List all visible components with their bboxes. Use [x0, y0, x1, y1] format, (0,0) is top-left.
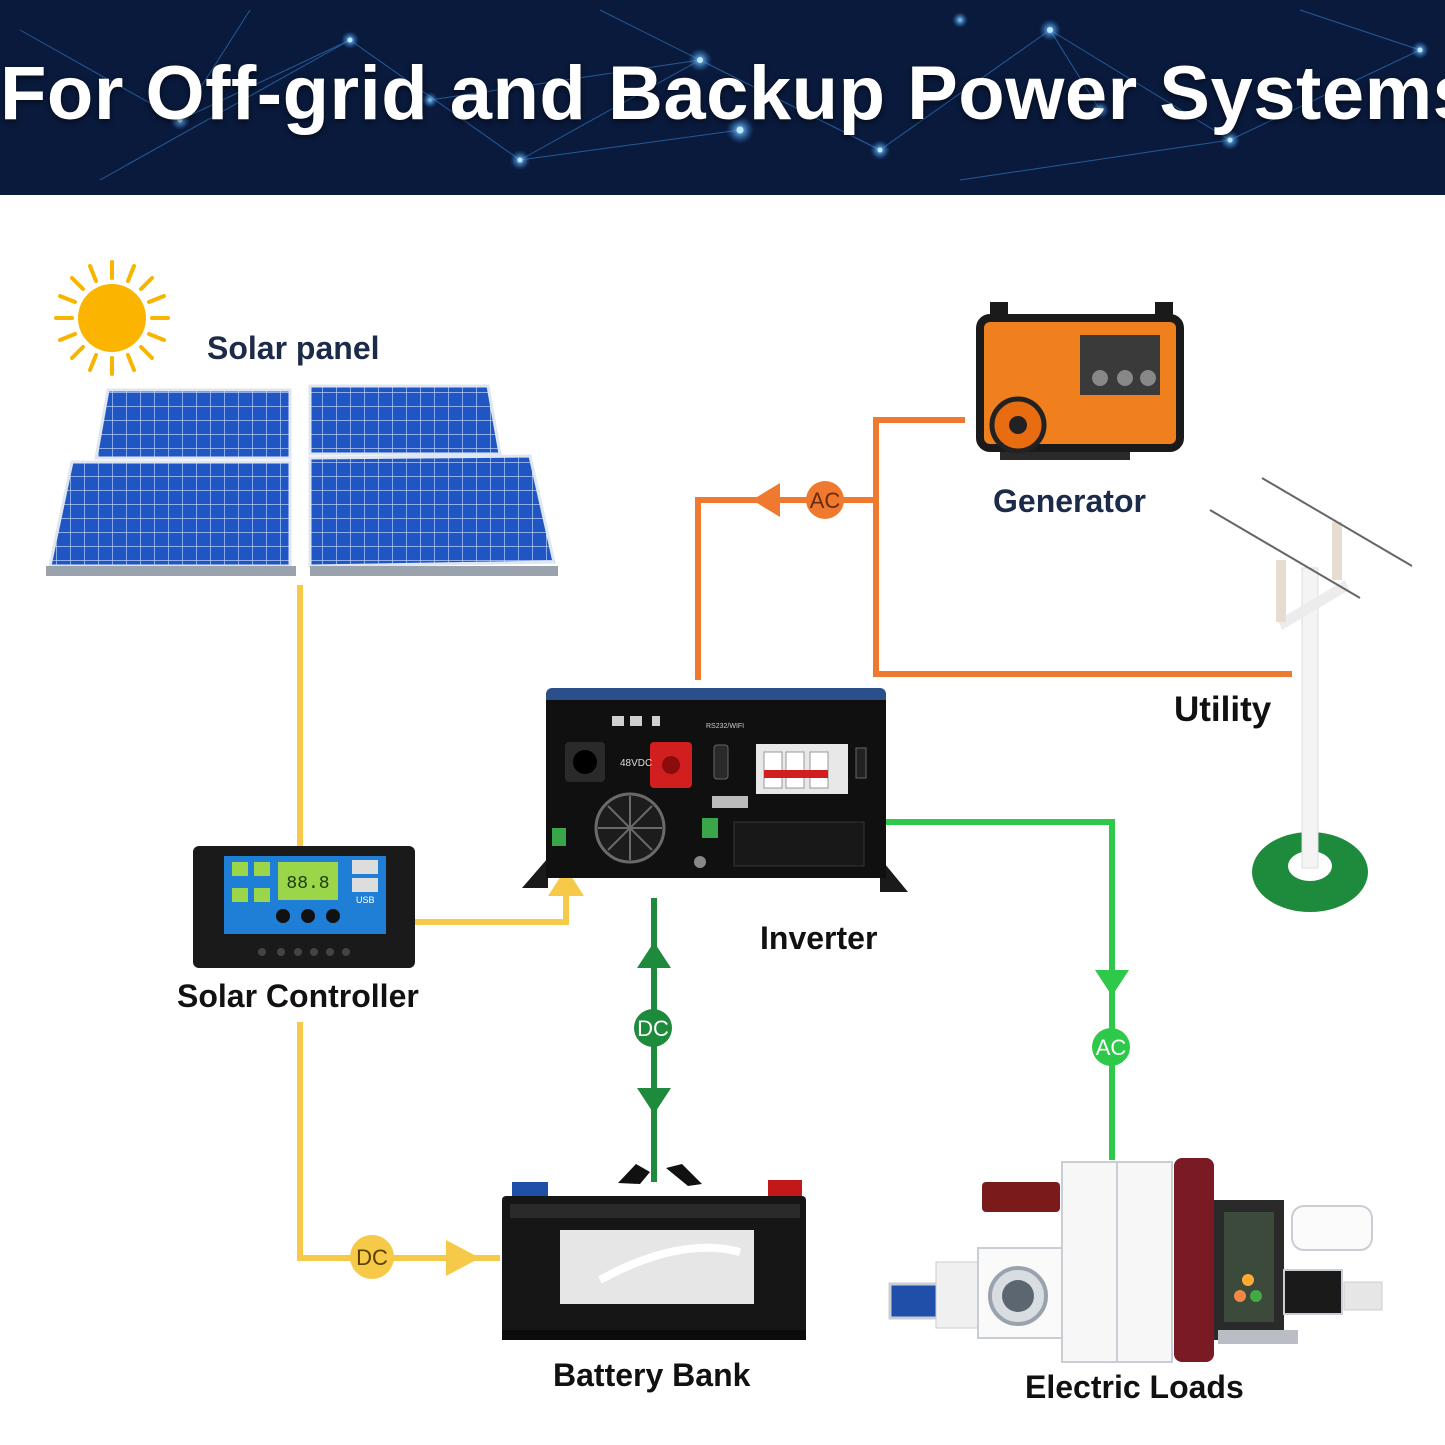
dc-up-arrow	[637, 942, 671, 968]
ac-output-arrow	[1095, 970, 1129, 996]
controller-usb-text: USB	[356, 895, 375, 905]
label-battery-bank: Battery Bank	[553, 1357, 751, 1393]
controller-to-inverter-arrow	[548, 868, 584, 896]
label-generator: Generator	[993, 483, 1146, 519]
generator-icon	[976, 302, 1184, 460]
inverter-port-label: RS232/WIFI	[706, 723, 744, 730]
solar-panel-array	[46, 384, 558, 576]
inverter-icon: 48VDC RS232/WIFI	[522, 688, 908, 892]
network-background	[0, 0, 1445, 195]
banner-title: For Off-grid and Backup Power Systems	[0, 51, 1445, 136]
badge-ac-loads: AC	[1092, 1028, 1130, 1066]
label-solar-panel: Solar panel	[207, 330, 380, 366]
controller-to-battery-line	[297, 1022, 500, 1261]
label-solar-controller: Solar Controller	[177, 978, 419, 1014]
electric-loads-icon	[888, 1158, 1383, 1363]
sun-icon	[54, 260, 170, 376]
badge-ac-generator: AC	[806, 481, 844, 519]
label-electric-loads: Electric Loads	[1025, 1369, 1244, 1405]
utility-pole-icon	[1209, 477, 1413, 912]
controller-reading-text: 88.8	[286, 874, 329, 894]
ac-input-arrow	[752, 483, 780, 517]
header-banner: For Off-grid and Backup Power Systems	[0, 0, 1445, 195]
controller-to-battery-arrow	[446, 1240, 480, 1276]
badge-dc-controller-battery: DC	[350, 1235, 394, 1279]
badge-ac-loads-text: AC	[1096, 1035, 1127, 1060]
label-utility: Utility	[1174, 690, 1272, 729]
inverter-to-loads-line	[885, 819, 1115, 1160]
label-inverter: Inverter	[760, 920, 878, 956]
battery-bank-icon	[502, 1164, 806, 1340]
generator-to-inverter-line	[695, 417, 965, 680]
badge-dc-inverter-battery-text: DC	[637, 1016, 669, 1041]
badge-dc-inverter-battery: DC	[634, 1009, 672, 1047]
badge-dc-controller-battery-text: DC	[356, 1245, 388, 1270]
dc-down-arrow	[637, 1088, 671, 1114]
solar-controller-icon: 88.8 USB	[193, 846, 415, 968]
inverter-voltage-text: 48VDC	[620, 758, 652, 769]
badge-ac-generator-text: AC	[810, 488, 841, 513]
utility-to-inverter-line	[873, 500, 1292, 677]
